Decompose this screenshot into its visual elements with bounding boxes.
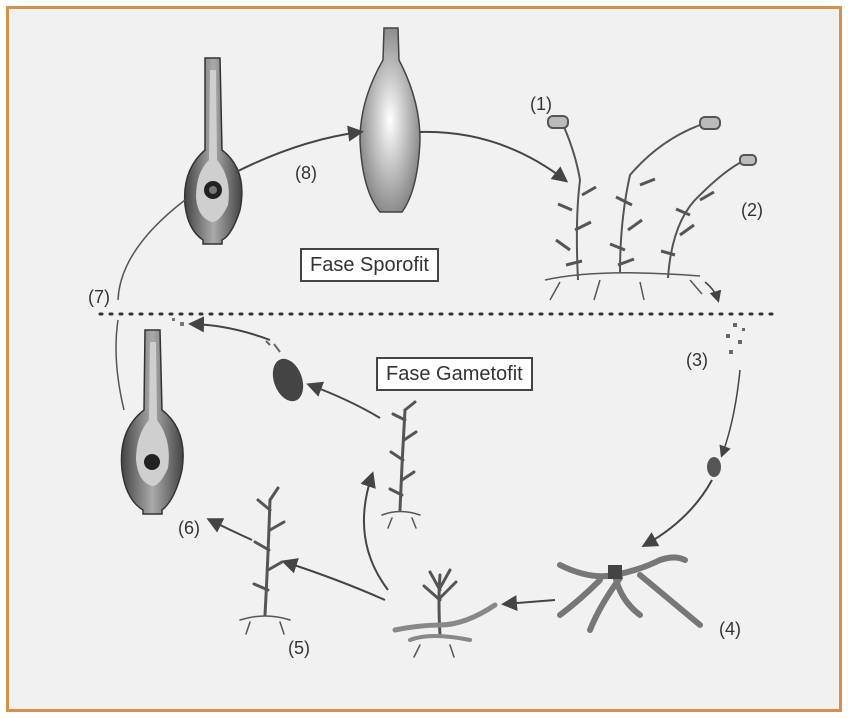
phase-label-gametophyte: Fase Gametofit	[376, 357, 533, 391]
step-label-2: (2)	[741, 200, 763, 220]
protonema	[557, 554, 703, 633]
archegonium-with-embryo-top	[183, 57, 243, 245]
mature-moss-with-sporophytes	[544, 115, 757, 301]
step-label-1: (1)	[530, 94, 552, 114]
step-label-4: (4)	[719, 619, 741, 639]
gametophyte-plant-middle	[381, 400, 421, 529]
arrow-protonema-to-bud	[501, 595, 556, 612]
gametophyte-plant-5	[239, 486, 291, 635]
arrow-germinating-to-protonema	[641, 479, 713, 547]
arrow-spores-to-germinating	[719, 369, 741, 458]
germinating-spore	[707, 457, 721, 477]
spores	[726, 323, 745, 354]
arrow-antheridium-to-archegonium	[188, 316, 271, 341]
step-label-6: (6)	[178, 518, 200, 538]
arrow-capsule-to-moss	[419, 130, 569, 183]
step-label-8: (8)	[295, 163, 317, 183]
sperm-cells	[172, 318, 184, 326]
arrow-bud-to-female	[360, 471, 389, 591]
arrow-female-to-sperm	[306, 381, 381, 419]
arrow-archegonium-to-zygote	[115, 319, 125, 411]
arrow-zygote-to-archegonium	[117, 199, 186, 301]
young-gametophore	[392, 568, 498, 658]
step-label-7: (7)	[88, 287, 110, 307]
archegonium-bottom	[120, 329, 184, 515]
antheridium	[265, 340, 304, 402]
phase-label-sporophyte: Fase Sporofit	[300, 248, 439, 282]
step-label-5: (5)	[288, 638, 310, 658]
arrow-5-to-6	[206, 518, 253, 541]
step-label-3: (3)	[686, 350, 708, 370]
arrow-moss-to-spores	[704, 281, 722, 303]
sporophyte-capsule	[359, 27, 421, 213]
arrow-archegonium-to-capsule	[235, 125, 364, 173]
arrow-bud-to-male	[281, 558, 386, 601]
